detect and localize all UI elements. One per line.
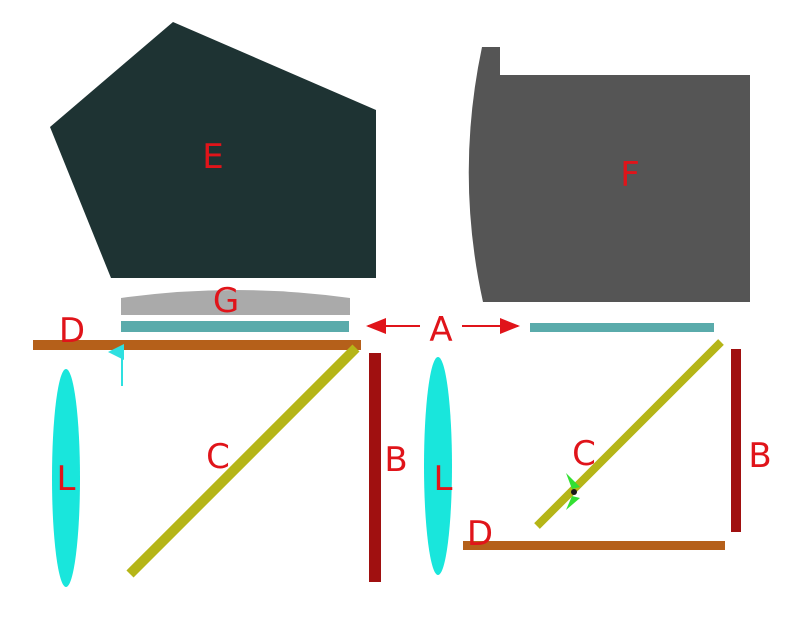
lens-l-left	[52, 369, 80, 587]
shape-g	[121, 290, 350, 315]
label-f: F	[620, 155, 640, 195]
shape-e	[50, 22, 376, 278]
teal-plate-right	[530, 323, 714, 332]
rod-c-left	[126, 344, 360, 578]
label-d-right: D	[467, 514, 493, 554]
marker-triangle-upper	[566, 473, 580, 489]
rod-b-left	[369, 353, 381, 582]
label-l-right: L	[434, 459, 453, 499]
label-g: G	[213, 281, 239, 321]
rod-d-left	[33, 340, 361, 350]
label-c-left: C	[206, 437, 230, 477]
label-c-right: C	[572, 434, 596, 474]
shape-f	[468, 47, 750, 302]
lens-l-right	[424, 357, 452, 575]
marker-dot	[571, 489, 577, 495]
label-d-left: D	[59, 311, 85, 351]
rod-d-right	[463, 541, 725, 550]
marker-triangle-lower	[566, 496, 580, 510]
label-l-left: L	[57, 459, 76, 499]
teal-plate-left	[121, 321, 349, 332]
label-e: E	[202, 137, 223, 177]
label-b-left: B	[384, 440, 407, 480]
label-b-right: B	[748, 436, 771, 476]
rod-b-right	[731, 349, 741, 532]
label-a: A	[429, 310, 452, 350]
rod-c-right	[534, 339, 724, 529]
